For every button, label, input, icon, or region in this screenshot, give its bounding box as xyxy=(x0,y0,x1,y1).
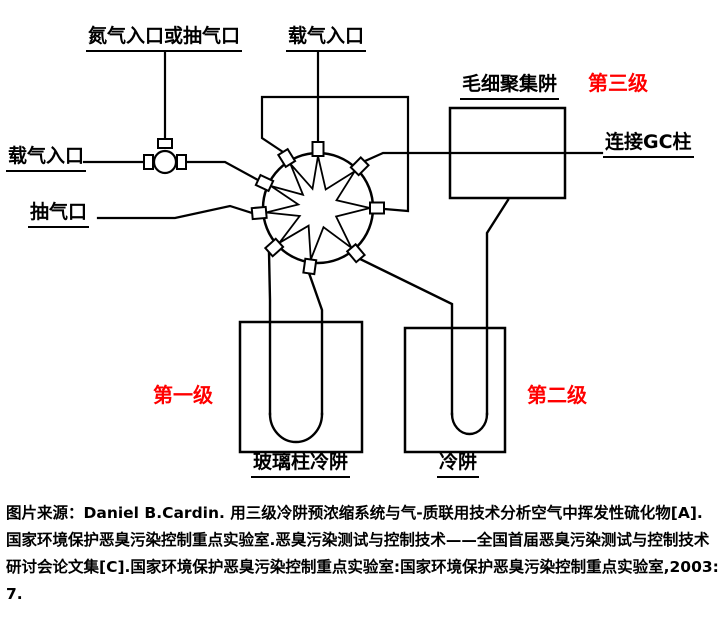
valve-port-right-loop xyxy=(369,201,385,215)
trap2-left-arm xyxy=(358,257,454,416)
valve-port-top xyxy=(311,141,325,157)
trap1-u-bend xyxy=(268,412,324,444)
gc-column-line xyxy=(363,151,604,163)
pump-line xyxy=(96,204,254,220)
trap2-u-bend xyxy=(450,412,489,436)
tee-top-port xyxy=(157,138,173,149)
rotary-valve-channels xyxy=(265,155,371,260)
cold-trap-box xyxy=(403,326,507,454)
rotary-valve-ports xyxy=(250,141,385,276)
valve-port-upper-left-loop xyxy=(276,147,297,169)
diagram-canvas xyxy=(82,50,604,454)
valve-port-gc xyxy=(349,156,370,177)
valve-port-pump xyxy=(250,205,268,221)
label-cold-trap: 冷阱 xyxy=(437,451,480,478)
label-nitrogen-inlet: 氮气入口或抽气口 xyxy=(86,25,243,52)
label-connect-gc-column: 连接GC柱 xyxy=(603,131,694,158)
bypass-loop-line xyxy=(260,95,410,213)
tee-valve-body xyxy=(152,149,178,175)
valve-port-trap1-right xyxy=(302,257,318,276)
label-stage-two: 第二级 xyxy=(527,383,587,407)
trap1-right-arm xyxy=(307,271,324,416)
trap1-left-arm xyxy=(267,250,272,416)
caption-source: 图片来源：Daniel B.Cardin. 用三级冷阱预浓缩系统与气-质联用技术… xyxy=(6,504,719,604)
glass-cold-trap-box xyxy=(238,320,364,454)
label-stage-one: 第一级 xyxy=(153,383,213,407)
label-carrier-inlet-top: 载气入口 xyxy=(286,25,367,52)
label-stage-three: 第三级 xyxy=(588,71,648,95)
valve-port-trap2 xyxy=(345,242,367,264)
valve-port-trap1-left xyxy=(263,237,285,258)
trap2-right-arm xyxy=(485,198,510,416)
label-carrier-inlet-left: 载气入口 xyxy=(6,145,87,172)
label-pump-port: 抽气口 xyxy=(28,201,90,228)
label-capillary-trap: 毛细聚集阱 xyxy=(460,73,560,100)
valve-port-left-tee xyxy=(254,173,275,193)
label-glass-cold-trap: 玻璃柱冷阱 xyxy=(251,451,351,478)
tee-right-port xyxy=(176,154,187,170)
tee-left-port xyxy=(143,154,154,170)
tee-to-valve-line xyxy=(184,160,260,182)
